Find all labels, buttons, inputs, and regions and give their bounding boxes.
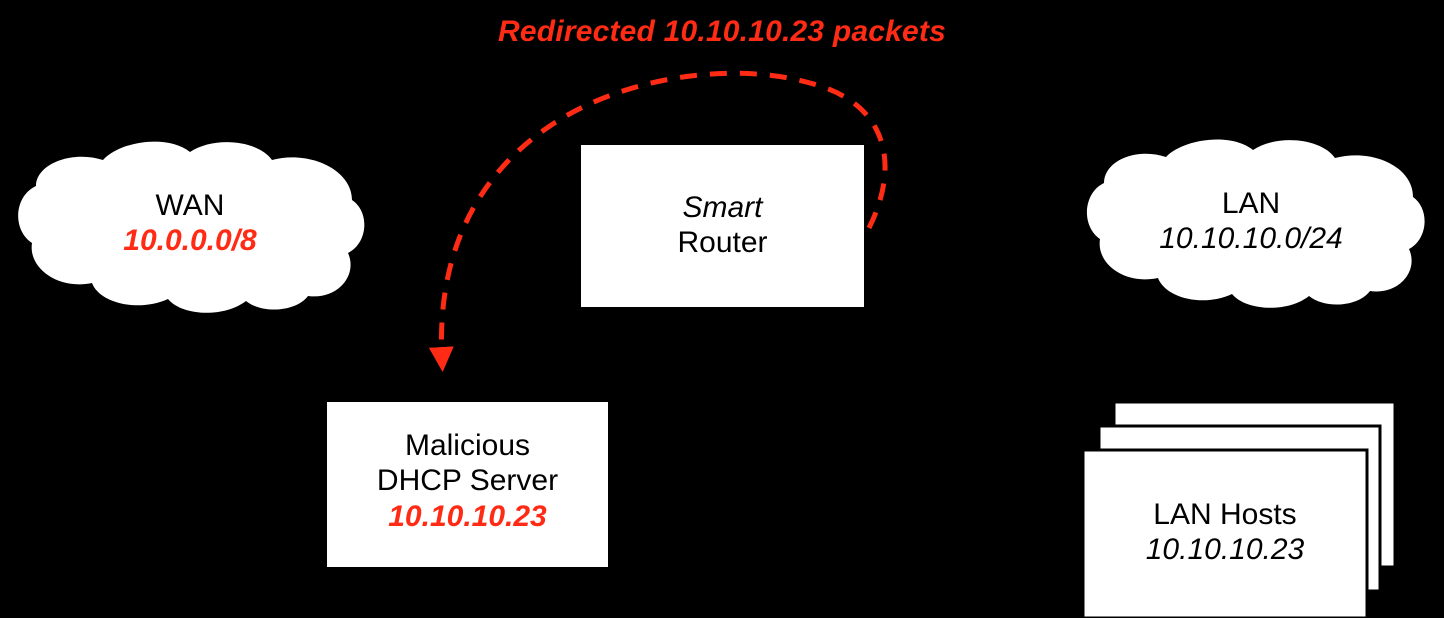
router-line-1: Smart: [682, 191, 763, 224]
wan-subnet: 10.0.0.0/8: [123, 224, 257, 258]
wan-cloud-shape[interactable]: [18, 141, 365, 313]
wan-cloud-label: WAN 10.0.0.0/8: [20, 188, 360, 259]
lan-subnet: 10.10.10.0/24: [1159, 222, 1343, 256]
lan-hosts-line-1: LAN Hosts: [1153, 498, 1297, 531]
wan-name: WAN: [155, 189, 225, 222]
router-line-2: Router: [677, 226, 768, 260]
lan-name: LAN: [1221, 187, 1281, 220]
lan-hosts-address: 10.10.10.23: [1145, 533, 1305, 567]
lan-cloud-shape[interactable]: [1086, 139, 1425, 308]
dhcp-address: 10.10.10.23: [388, 499, 547, 533]
router-label: Smart Router: [581, 190, 864, 261]
dhcp-line-1: Malicious: [404, 429, 531, 462]
lan-cloud-label: LAN 10.10.10.0/24: [1083, 186, 1419, 257]
redirect-arrow-path: [428, 70, 888, 372]
diagram-title: Redirected 10.10.10.23 packets: [498, 15, 946, 48]
lan-hosts-label: LAN Hosts 10.10.10.23: [1083, 497, 1367, 568]
router-box-shape[interactable]: [581, 145, 864, 307]
dhcp-server-label: Malicious DHCP Server 10.10.10.23: [327, 428, 608, 534]
lan-hosts-stack-shape[interactable]: [1081, 400, 1397, 618]
dhcp-box-shape[interactable]: [327, 402, 608, 567]
dhcp-line-2: DHCP Server: [376, 464, 559, 498]
